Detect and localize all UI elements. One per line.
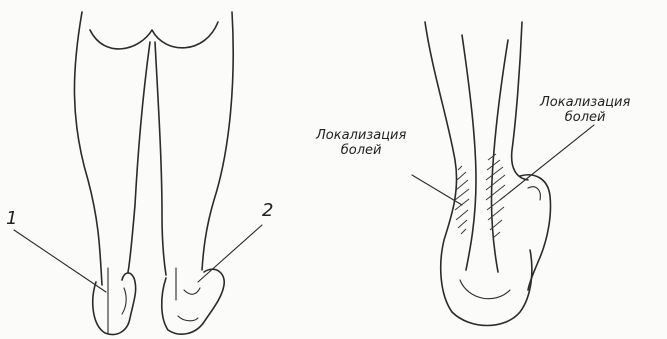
leader-line-1 (14, 230, 106, 292)
leader-line-left (412, 175, 462, 205)
achilles-left (462, 35, 476, 270)
marker-1: 1 (6, 208, 17, 229)
label-right-line2: болей (540, 110, 630, 125)
leg-outer-right (512, 22, 528, 180)
left-leg-outer (74, 12, 102, 285)
pain-hatching-right (486, 154, 505, 238)
pain-location-label-left: Локализация болей (316, 128, 406, 158)
leader-line-2 (198, 225, 262, 282)
right-leg-outer (202, 12, 233, 270)
marker-2: 2 (262, 200, 273, 221)
right-figure (412, 22, 594, 326)
label-left-line2: болей (316, 143, 406, 158)
left-foot (93, 273, 136, 335)
right-foot (162, 269, 224, 334)
label-right-line1: Локализация (540, 95, 630, 110)
label-left-line1: Локализация (316, 128, 406, 143)
left-leg-inner (128, 42, 150, 272)
leg-outer-left (425, 22, 457, 312)
pain-location-label-right: Локализация болей (540, 95, 630, 125)
foot-outline (520, 175, 551, 290)
heel-inner (460, 280, 510, 299)
right-leg-inner (155, 42, 166, 275)
buttocks-outline (90, 22, 218, 49)
left-figure (14, 12, 262, 335)
